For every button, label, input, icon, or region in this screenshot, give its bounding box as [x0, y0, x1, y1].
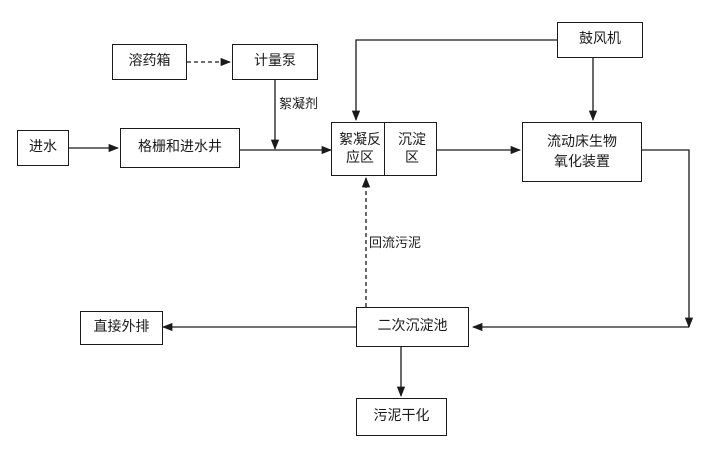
- flocculant-label: 絮凝剂: [279, 97, 319, 112]
- fluidized-bed-label: 流动床生物氧化装置: [547, 134, 617, 170]
- arrow-bed-down: [642, 149, 694, 329]
- metering-pump-box: 计量泵: [232, 44, 318, 80]
- arrow-blower-to-reaction: [351, 39, 557, 122]
- dosing-tank-box: 溶药箱: [112, 44, 187, 80]
- reaction-settling-box: 絮凝反应区 沉淀区: [331, 122, 437, 176]
- blower-box: 鼓风机: [557, 22, 643, 58]
- screen-well-box: 格栅和进水井: [120, 128, 240, 168]
- secondary-clarifier-box: 二次沉淀池: [356, 307, 469, 347]
- return-sludge-label: 回流污泥: [369, 236, 422, 251]
- inlet-box: 进水: [17, 130, 69, 166]
- discharge-box: 直接外排: [80, 311, 163, 345]
- reaction-zone-label: 絮凝反应区: [339, 132, 381, 166]
- fluidized-bed-box: 流动床生物氧化装置: [522, 122, 642, 182]
- settling-zone-label: 沉淀区: [398, 132, 426, 166]
- sludge-drying-box: 污泥干化: [356, 398, 447, 436]
- zone-divider: [384, 123, 385, 175]
